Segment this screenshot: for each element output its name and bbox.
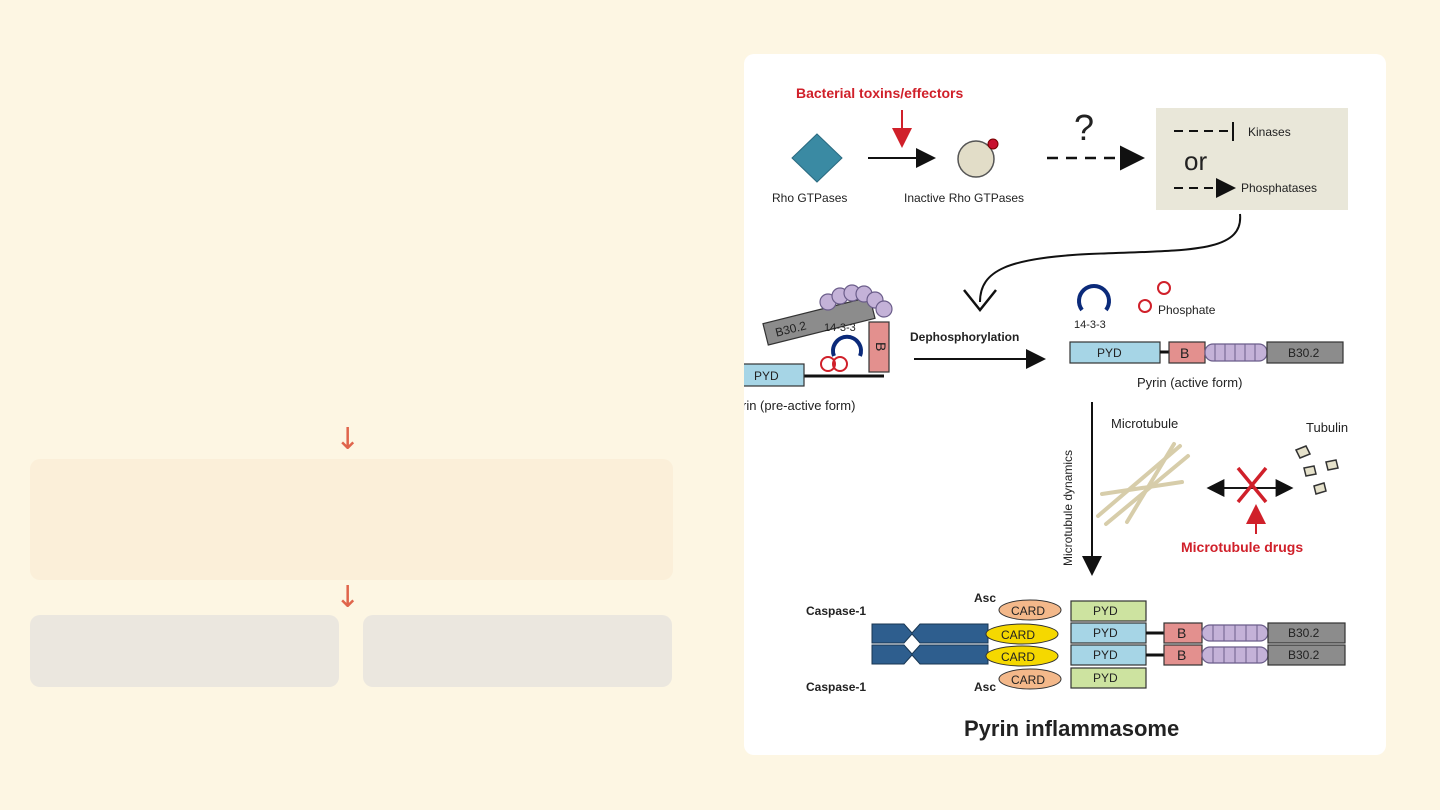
inflammasome-complex: Caspase-1 Caspase-1 Asc Asc CARD CARD CA… [806, 591, 1346, 694]
inactive-rho-label: Inactive Rho GTPases [904, 191, 1024, 205]
pathway-diagram: Bacterial toxins/effectors Rho GTPases I… [744, 85, 1348, 741]
svg-text:B30.2: B30.2 [1288, 346, 1320, 360]
svg-text:Caspase-1: Caspase-1 [806, 604, 866, 618]
svg-text:B: B [1180, 345, 1189, 361]
svg-text:CARD: CARD [1011, 604, 1045, 618]
inflammasome-title: Pyrin inflammasome [964, 716, 1179, 741]
down-arrow-icon: ↓ [335, 422, 361, 457]
microtubule-label: Microtubule [1111, 416, 1178, 431]
curved-connector [979, 213, 1242, 303]
down-arrow-icon: ↓ [335, 580, 361, 615]
block-x-icon [1236, 466, 1268, 504]
svg-text:B30.2: B30.2 [1288, 648, 1320, 662]
svg-text:PYD: PYD [1093, 648, 1118, 662]
active-form-label: Pyrin (active form) [1137, 375, 1242, 390]
svg-text:B: B [873, 342, 889, 351]
microtubule-strands [1096, 442, 1190, 526]
14-3-3-protein-icon [1077, 284, 1111, 312]
pyrin-pathway-figure: Bacterial toxins/effectors Rho GTPases I… [744, 54, 1386, 755]
svg-text:B: B [1177, 647, 1186, 663]
content-box-main [30, 459, 673, 580]
content-box-right [363, 615, 672, 687]
svg-text:CARD: CARD [1011, 673, 1045, 687]
rho-gtpase-diamond [791, 133, 843, 183]
pre-active-pyrin: B30.2 B 14-3-3 PYD [744, 284, 893, 387]
question-mark: ? [1074, 107, 1094, 148]
svg-text:14-3-3: 14-3-3 [824, 322, 856, 334]
dephosphorylation-label: Dephosphorylation [910, 330, 1019, 344]
svg-text:Asc: Asc [974, 680, 996, 694]
microtubule-dynamics-label: Microtubule dynamics [1061, 450, 1075, 566]
svg-text:PYD: PYD [1093, 604, 1118, 618]
svg-text:PYD: PYD [754, 369, 779, 383]
microtubule-drugs-label: Microtubule drugs [1181, 539, 1303, 555]
kinase-phosphatase-box [1156, 108, 1348, 210]
svg-text:B: B [1177, 625, 1186, 641]
14-3-3-label: 14-3-3 [1074, 319, 1106, 331]
phosphate-icon [1138, 299, 1152, 313]
inactive-rho-circle [957, 140, 995, 178]
svg-text:CARD: CARD [1001, 650, 1035, 664]
or-label: or [1184, 146, 1207, 176]
kinases-label: Kinases [1248, 125, 1291, 139]
bacterial-toxins-label: Bacterial toxins/effectors [796, 85, 963, 101]
pre-active-label: rin (pre-active form) [744, 398, 855, 413]
svg-text:CARD: CARD [1001, 628, 1035, 642]
tubulin-icon [1294, 445, 1339, 495]
svg-text:PYD: PYD [1097, 346, 1122, 360]
svg-text:PYD: PYD [1093, 671, 1118, 685]
rho-label: Rho GTPases [772, 191, 847, 205]
svg-text:Asc: Asc [974, 591, 996, 605]
svg-text:PYD: PYD [1093, 626, 1118, 640]
active-pyrin: PYD B B30.2 [1069, 341, 1344, 364]
svg-text:B30.2: B30.2 [1288, 626, 1320, 640]
phosphate-icon [1157, 281, 1171, 295]
phosphate-label: Phosphate [1158, 303, 1216, 317]
inactivation-dot [987, 138, 999, 150]
phosphatases-label: Phosphatases [1241, 181, 1317, 195]
svg-text:Caspase-1: Caspase-1 [806, 680, 866, 694]
content-box-left [30, 615, 339, 687]
curved-arrowhead [963, 289, 997, 313]
tubulin-label: Tubulin [1306, 420, 1348, 435]
